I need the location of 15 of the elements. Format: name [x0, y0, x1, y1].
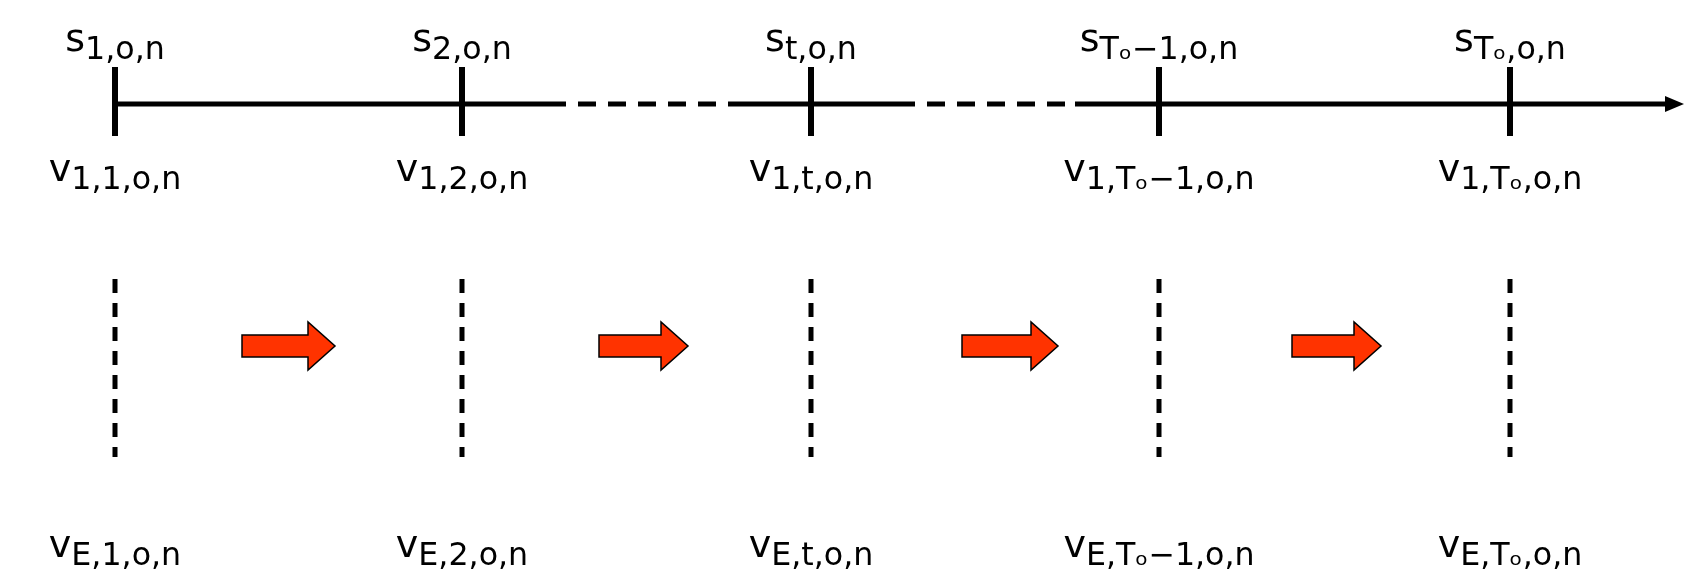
variable-label: v$_{E,1,o,n}$ — [48, 524, 182, 572]
variable-label: v$_{1,Tₒ,o,n}$ — [1437, 148, 1583, 196]
variable-label: v$_{1,t,o,n}$ — [748, 148, 874, 196]
state-label: s$_{2,o,n}$ — [412, 18, 512, 66]
state-label: s$_{Tₒ,o,n}$ — [1454, 18, 1566, 66]
variable-label: v$_{E,Tₒ−1,o,n}$ — [1063, 524, 1255, 572]
state-label: s$_{1,o,n}$ — [65, 18, 165, 66]
variable-label: v$_{1,2,o,n}$ — [395, 148, 529, 196]
variable-label: v$_{E,t,o,n}$ — [748, 524, 874, 572]
state-label: s$_{t,o,n}$ — [765, 18, 857, 66]
variable-label: v$_{1,Tₒ−1,o,n}$ — [1063, 148, 1255, 196]
variable-label: v$_{E,2,o,n}$ — [395, 524, 529, 572]
variable-label: v$_{E,Tₒ,o,n}$ — [1437, 524, 1583, 572]
variable-label: v$_{1,1,o,n}$ — [48, 148, 182, 196]
state-label: s$_{Tₒ−1,o,n}$ — [1079, 18, 1239, 66]
